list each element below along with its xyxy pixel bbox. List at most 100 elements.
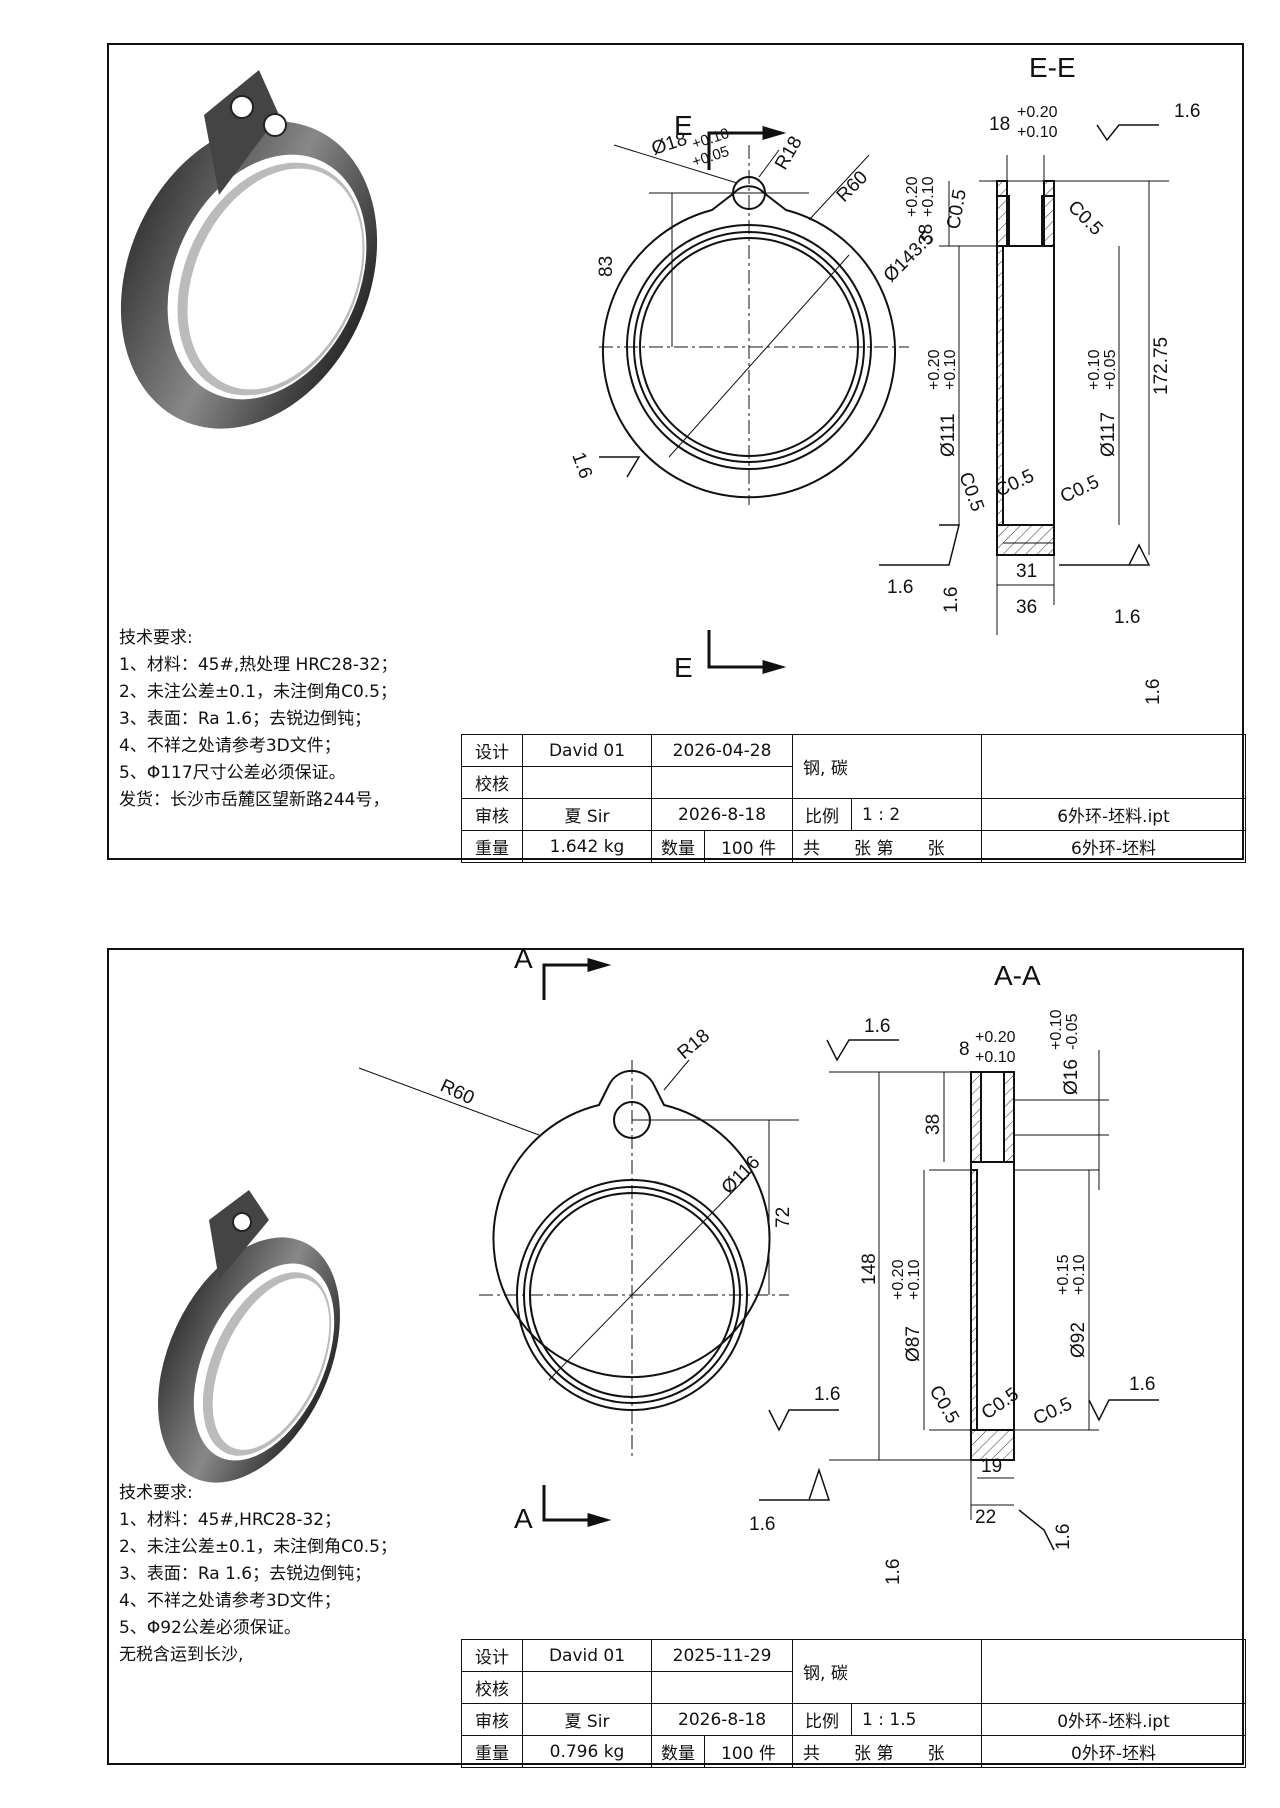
- roughness-bottom: 1.6: [1053, 1524, 1074, 1550]
- tb-blank: [981, 1639, 1246, 1704]
- tb-check-label: 校核: [461, 1671, 523, 1704]
- cut-marker-top: [542, 957, 612, 1000]
- note-line: 无税含运到长沙,: [119, 1645, 244, 1665]
- roughness-bottom-right: 1.6: [1114, 607, 1140, 628]
- tb-reviewer: 夏 Sir: [522, 798, 652, 831]
- dim-groove-width: 31: [1016, 561, 1037, 582]
- tb-review-date: 2026-8-18: [650, 798, 794, 831]
- tb-scale-label: 比例: [792, 1703, 853, 1736]
- dim-chamfer-3: C0.5: [1030, 1394, 1075, 1430]
- tb-design-label: 设计: [461, 1639, 523, 1672]
- tb-qty-label: 数量: [651, 1735, 705, 1768]
- section-view: [996, 180, 1055, 556]
- cut-letter-bottom: E: [674, 652, 693, 683]
- roughness-bottom-left: 1.6: [749, 1514, 775, 1535]
- roughness-bottom-left: 1.6: [941, 587, 962, 613]
- note-line: 4、不祥之处请参考3D文件；: [119, 1591, 341, 1611]
- dim-slot-width: 8: [959, 1039, 970, 1060]
- dim-overall-height: 172.75: [1151, 337, 1172, 395]
- dim-lug-radius: R18: [771, 133, 807, 174]
- dim-groove-tol-upper: +0.10: [1086, 349, 1103, 390]
- note-line: 1、材料：45#,HRC28-32；: [119, 1510, 342, 1530]
- dim-slot-tol-upper: +0.20: [975, 1029, 1016, 1046]
- dim-slot-tol-lower: +0.10: [975, 1049, 1016, 1066]
- section-label: E-E: [1029, 52, 1076, 83]
- dim-ring-width: 36: [1016, 597, 1037, 618]
- tb-checker: [522, 1671, 652, 1704]
- dim-inner-dia: Ø111: [938, 413, 959, 457]
- note-line: 3、表面：Ra 1.6；去锐边倒钝；: [119, 1564, 372, 1584]
- notes-title: 技术要求:: [119, 628, 193, 648]
- note-line: 2、未注公差±0.1，未注倒角C0.5；: [119, 1537, 398, 1557]
- dim-chamfer-1: C0.5: [925, 1382, 963, 1427]
- iso-3d-view: [120, 70, 378, 429]
- roughness-top: 1.6: [1174, 101, 1200, 122]
- dim-inner-dia: Ø87: [903, 1326, 924, 1362]
- dim-groove-tol-lower: +0.10: [1071, 1254, 1088, 1295]
- dim-hole-tol-upper: +0.10: [1048, 1009, 1065, 1050]
- dim-center-dist: 72: [773, 1207, 794, 1228]
- dim-chamfer-5: C0.5: [1057, 472, 1102, 508]
- dim-slot-depth: 38: [923, 1114, 944, 1135]
- note-line: 1、材料：45#,热处理 HRC28-32；: [119, 655, 398, 675]
- tb-review-label: 审核: [461, 1703, 523, 1736]
- drawing-sheet-1: Ø18 +0.10 +0.05 R18 R60 Ø143.5 83 1.6 E …: [107, 43, 1246, 863]
- tb-check-label: 校核: [461, 766, 523, 799]
- tb-material: 钢, 碳: [792, 1639, 982, 1704]
- tb-weight: 1.642 kg: [522, 830, 652, 863]
- tech-notes-2: 技术要求: 1、材料：45#,HRC28-32； 2、未注公差±0.1，未注倒角…: [119, 1480, 397, 1669]
- cut-letter-bottom: A: [514, 1503, 533, 1534]
- section-label: A-A: [994, 960, 1041, 991]
- dim-chamfer-2: C0.5: [1063, 197, 1106, 240]
- iso-3d-view: [158, 1190, 340, 1483]
- dim-inner-tol-upper: +0.20: [890, 1259, 907, 1300]
- dim-groove-dia: Ø117: [1098, 412, 1119, 457]
- notes-title: 技术要求:: [119, 1483, 193, 1503]
- cut-letter-top: E: [674, 110, 693, 141]
- front-view: [358, 1059, 799, 1460]
- dim-overall-height: 148: [859, 1253, 880, 1285]
- note-line: 2、未注公差±0.1，未注倒角C0.5；: [119, 682, 398, 702]
- dim-slot-tol-lower: +0.10: [1017, 124, 1058, 141]
- roughness-top: 1.6: [864, 1016, 890, 1037]
- drawing-canvas-1: Ø18 +0.10 +0.05 R18 R60 Ø143.5 83 1.6 E …: [120, 52, 1200, 705]
- dim-groove-tol-lower: +0.05: [1102, 349, 1119, 390]
- note-line: 5、Φ92公差必须保证。: [119, 1618, 301, 1638]
- dim-lug-radius: R18: [674, 1025, 714, 1063]
- note-line: 4、不祥之处请参考3D文件；: [119, 736, 341, 756]
- title-block-2: 设计 David 01 2025-11-29 钢, 碳 校核 审核 夏 Sir …: [461, 1639, 1246, 1768]
- dim-slot-width: 18: [989, 114, 1010, 135]
- dim-inner-tol-lower: +0.10: [906, 1259, 923, 1300]
- drawing-sheet-2: R18 R60 Ø116 72 A A A-A: [107, 948, 1246, 1768]
- roughness-bottom: 1.6: [1143, 679, 1164, 705]
- dim-ring-width: 22: [975, 1507, 996, 1528]
- tb-material: 钢, 碳: [792, 734, 982, 799]
- tb-weight-label: 重量: [461, 830, 523, 863]
- dim-groove-width: 19: [981, 1456, 1002, 1477]
- dim-outer-dia: Ø116: [718, 1152, 765, 1199]
- tb-checker: [522, 766, 652, 799]
- cut-marker-top: [707, 125, 787, 170]
- dim-groove-dia: Ø92: [1068, 1322, 1089, 1358]
- tb-design-date: 2025-11-29: [650, 1639, 794, 1672]
- dim-groove-tol-upper: +0.15: [1055, 1254, 1072, 1295]
- dim-slot-depth: 38: [916, 224, 937, 245]
- front-view: [599, 144, 909, 505]
- dim-inner-tol-lower: +0.10: [942, 349, 959, 390]
- tb-weight: 0.796 kg: [522, 1735, 652, 1768]
- tb-part-name: 6外环-坯料: [981, 830, 1246, 863]
- cut-marker-bottom: [542, 1485, 612, 1528]
- dim-chamfer-1: C0.5: [943, 188, 971, 231]
- tb-sheet-text: 共 张 第 张: [792, 830, 982, 863]
- tb-reviewer: 夏 Sir: [522, 1703, 652, 1736]
- roughness-front: 1.6: [567, 450, 596, 482]
- tb-review-label: 审核: [461, 798, 523, 831]
- dim-inner-tol-upper: +0.20: [926, 349, 943, 390]
- roughness-right: 1.6: [1129, 1374, 1155, 1395]
- tb-qty: 100 件: [703, 1735, 794, 1768]
- dim-center-dist: 83: [596, 256, 617, 277]
- roughness-titleblock: 1.6: [883, 1559, 904, 1585]
- dim-slot-depth-tol-upper: +0.20: [904, 176, 921, 217]
- tb-designer: David 01: [522, 1639, 652, 1672]
- tb-scale-label: 比例: [792, 798, 853, 831]
